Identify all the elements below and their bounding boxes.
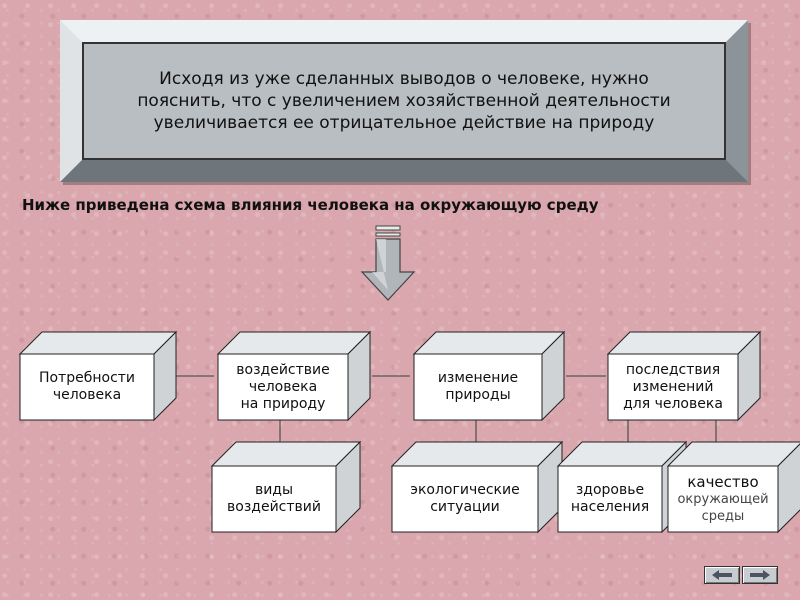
- down-arrow-icon: [360, 225, 416, 301]
- nav-next-button[interactable]: [742, 566, 778, 584]
- node-eco-situations-label: экологические ситуации: [410, 482, 520, 515]
- node-impact-label: воздействие человека на природу: [236, 361, 330, 412]
- node-impact-types: виды воздействий: [210, 440, 362, 534]
- node-needs-label: Потребности человека: [38, 370, 136, 403]
- node-consequences-front-face: [607, 353, 739, 421]
- header-panel: Исходя из уже сделанных выводов о челове…: [60, 20, 748, 182]
- node-needs-shape: [18, 330, 178, 422]
- node-eco-situations: экологические ситуации: [390, 440, 564, 534]
- node-impact-shape: [216, 330, 372, 422]
- node-impact: воздействие человека на природу: [216, 330, 372, 422]
- node-needs-top-face: [18, 331, 178, 355]
- node-eco-situations-shape: [390, 440, 564, 534]
- header-text: Исходя из уже сделанных выводов о челове…: [137, 69, 671, 133]
- node-quality-front-face: [667, 465, 779, 533]
- node-change-top-face: [412, 331, 566, 355]
- node-needs: Потребности человека: [18, 330, 178, 422]
- arrow-right-icon: [750, 570, 770, 580]
- node-change-label: изменение природы: [437, 370, 519, 403]
- node-change-front-face: [413, 353, 543, 421]
- node-consequences: последствия изменений для человека: [606, 330, 762, 422]
- header-panel-inner: Исходя из уже сделанных выводов о челове…: [82, 42, 726, 160]
- node-quality-shape: [666, 441, 800, 534]
- quality-sub-text: окружающей среды: [677, 491, 769, 524]
- node-impact-top-face: [216, 331, 372, 355]
- diagram-subtitle: Ниже приведена схема влияния человека на…: [22, 196, 599, 214]
- nav-prev-button[interactable]: [704, 566, 740, 584]
- node-impact-front-face: [217, 353, 349, 421]
- node-consequences-shape: [606, 330, 762, 422]
- node-health-front-face: [557, 465, 663, 533]
- node-change-shape: [412, 330, 566, 422]
- node-impact-types-shape: [210, 440, 362, 534]
- node-eco-situations-top-face: [390, 441, 564, 467]
- node-impact-types-top-face: [210, 441, 362, 467]
- quality-main-text: качество: [687, 472, 759, 491]
- node-change: изменение природы: [412, 330, 566, 422]
- node-quality-top-face: [666, 441, 800, 467]
- node-impact-types-front-face: [211, 465, 337, 533]
- node-consequences-label: последствия изменений для человека: [623, 361, 723, 412]
- node-consequences-top-face: [606, 331, 762, 355]
- node-needs-front-face: [19, 353, 155, 421]
- arrow-left-icon: [712, 570, 732, 580]
- node-health-label: здоровье населения: [570, 482, 650, 515]
- node-impact-types-label: виды воздействий: [227, 482, 321, 515]
- node-health: здоровье населения: [556, 440, 688, 534]
- node-eco-situations-front-face: [391, 465, 539, 533]
